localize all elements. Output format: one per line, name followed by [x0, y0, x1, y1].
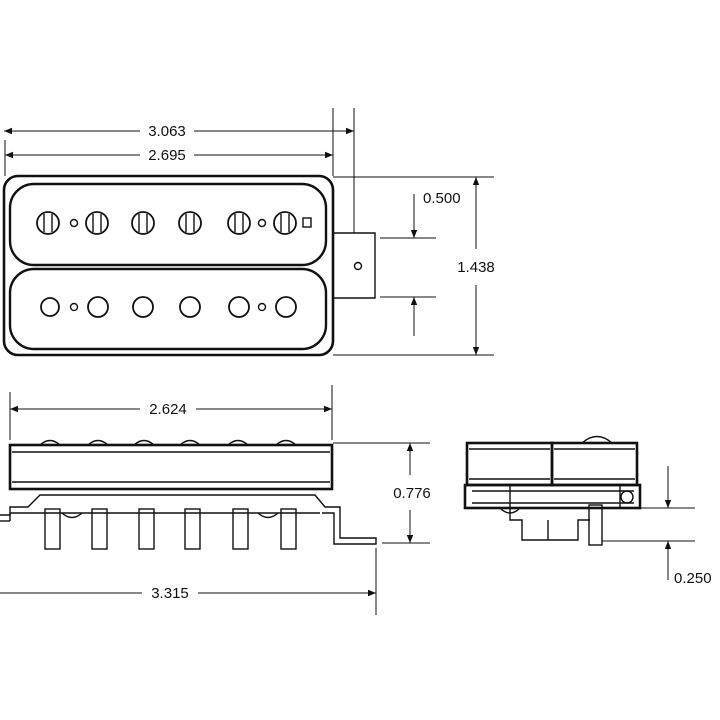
- pole-slug: [275, 296, 297, 318]
- dim-screw-height-label: 0.250: [674, 570, 712, 587]
- end-baseplate: [463, 483, 642, 510]
- pole-slug: [132, 296, 154, 318]
- pole-screw: [131, 211, 155, 235]
- pole-slug: [40, 297, 60, 317]
- end-screw: [588, 504, 603, 546]
- dim-height-label: 1.438: [457, 259, 495, 276]
- cover-square: [302, 217, 312, 228]
- tab-hole: [353, 261, 363, 271]
- cover-hole: [69, 218, 79, 228]
- screw: [184, 508, 201, 550]
- screw: [44, 508, 61, 550]
- screw: [91, 508, 108, 550]
- dim-pole-offset: 0.500: [380, 190, 461, 336]
- pole-slug: [228, 296, 250, 318]
- upper-pole-screws: [36, 211, 312, 235]
- lower-pole-slugs: [40, 296, 297, 318]
- pole-tops: [39, 439, 297, 446]
- lower-coil: [8, 267, 328, 351]
- dim-side-width: 2.624: [9, 385, 333, 440]
- cover-hole: [69, 302, 79, 312]
- dim-cover-width: 2.695: [4, 108, 334, 176]
- dim-baseplate-length-label: 3.315: [151, 585, 189, 602]
- dim-depth-label: 0.776: [393, 485, 431, 502]
- pole-screw: [273, 211, 297, 235]
- dim-pole-offset-label: 0.500: [423, 190, 461, 207]
- dim-baseplate-length: 3.315: [0, 548, 377, 615]
- dim-height: 1.438: [333, 176, 495, 356]
- outer-frame: [2, 174, 335, 357]
- pickup-body: [8, 443, 334, 491]
- dim-cover-width-label: 2.695: [148, 147, 186, 164]
- end-tab-hole: [620, 490, 634, 504]
- screw: [138, 508, 155, 550]
- pole-screw: [36, 211, 60, 235]
- bottom-screws: [44, 508, 297, 550]
- pole-screw: [227, 211, 251, 235]
- pole-slug: [87, 296, 109, 318]
- end-view: 0.250: [463, 435, 712, 587]
- cover-hole: [257, 302, 267, 312]
- dim-side-width-label: 2.624: [149, 401, 187, 418]
- dim-outer-width-label: 3.063: [148, 123, 186, 140]
- dim-outer-width: 3.063: [4, 108, 355, 233]
- dim-depth: 0.776: [333, 442, 431, 544]
- pole-screw: [178, 211, 202, 235]
- screw: [232, 508, 249, 550]
- side-view: 2.624 3.315 0.776: [0, 385, 431, 615]
- baseplate: [0, 494, 377, 545]
- pole-slug: [179, 296, 201, 318]
- screw: [280, 508, 297, 550]
- top-view: 3.063 2.695 0.500 1.438: [2, 108, 495, 357]
- dim-screw-height: 0.250: [602, 466, 712, 587]
- cover-hole: [257, 218, 267, 228]
- pole-screw: [85, 211, 109, 235]
- upper-coil: [8, 182, 328, 267]
